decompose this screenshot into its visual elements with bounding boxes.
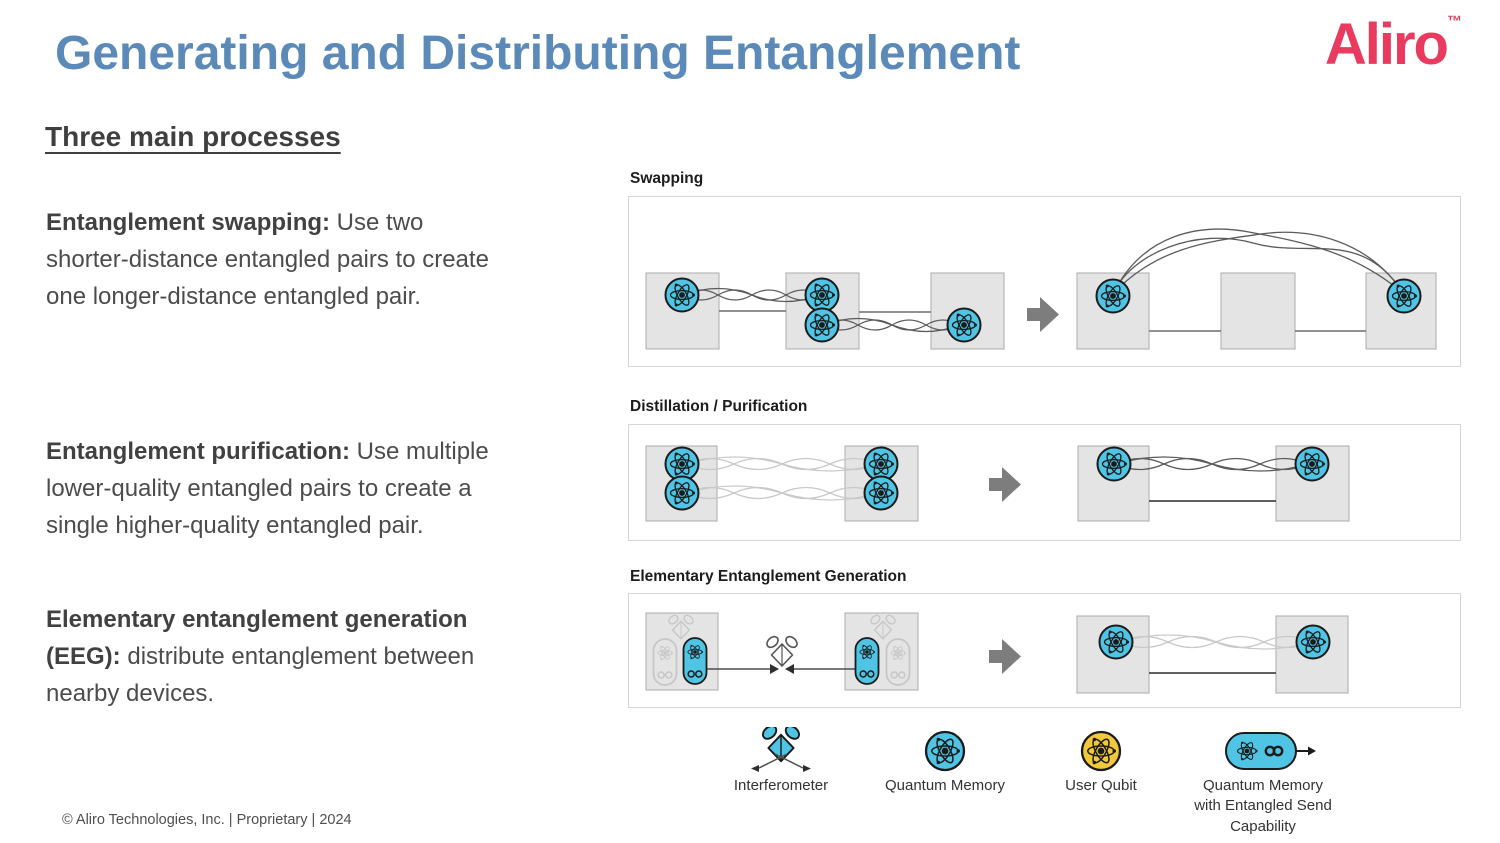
legend-label-quantum-memory: Quantum Memory [884, 777, 1006, 794]
quantum-memory-icon [666, 279, 699, 312]
eeg-panel [628, 593, 1461, 708]
process-purification-text: Entanglement purification: Use multiple … [46, 433, 586, 544]
quantum-memory-icon [1097, 280, 1130, 313]
section-heading: Three main processes [45, 121, 341, 152]
legend-label-qm-entangled-send: Quantum Memory with Entangled Send Capab… [1194, 777, 1332, 835]
process-swapping-body: Use two shorter-distance entangled pairs… [46, 209, 489, 310]
quantum-memory-icon [666, 477, 699, 510]
swapping-panel [628, 196, 1461, 367]
quantum-memory-icon [920, 726, 970, 776]
strong-entanglement-braid [1115, 456, 1309, 472]
quantum-memory-icon [806, 309, 839, 342]
quantum-memory-icon [948, 309, 981, 342]
quantum-memory-icon [1297, 626, 1330, 659]
entanglement-arc [1112, 228, 1405, 295]
legend-label-interferometer: Interferometer [733, 777, 829, 794]
entanglement-braid [683, 287, 821, 303]
process-eeg-lead: Elementary entanglement generation (EEG)… [46, 606, 468, 670]
quantum-memory-icon [1388, 280, 1421, 313]
process-eeg-body: distribute entanglement between nearby d… [46, 643, 475, 707]
page-title: Generating and Distributing Entanglement [55, 27, 1021, 80]
weak-entanglement-braid [685, 456, 879, 501]
process-purification-body: Use multiple lower-quality entangled pai… [46, 438, 489, 539]
quantum-memory-entangled-send-icon [684, 638, 707, 684]
quantum-memory-icon [1296, 448, 1329, 481]
swapping-label: Swapping [630, 170, 704, 187]
node-box [1220, 272, 1296, 350]
quantum-memory-entangled-send-icon [887, 639, 910, 685]
interferometer-icon [764, 633, 800, 667]
interferometer-icon [751, 727, 811, 772]
distillation-label: Distillation / Purification [630, 398, 808, 415]
beam-arrowhead-icon [785, 664, 794, 674]
aliro-logo: Aliro™ [1325, 13, 1462, 74]
user-qubit-icon [1076, 726, 1126, 776]
process-purification-lead: Entanglement purification: [46, 438, 351, 465]
quantum-memory-entangled-send-icon [856, 638, 879, 684]
weak-entanglement-braid [1119, 634, 1313, 650]
process-swapping-text: Entanglement swapping: Use two shorter-d… [46, 204, 586, 315]
right-arrow-icon [989, 467, 1021, 502]
quantum-memory-icon [806, 279, 839, 312]
trademark-symbol: ™ [1447, 13, 1462, 30]
right-arrow-icon [989, 639, 1021, 674]
copyright-footer: © Aliro Technologies, Inc. | Proprietary… [62, 812, 352, 828]
process-eeg-text: Elementary entanglement generation (EEG)… [46, 601, 586, 712]
quantum-memory-entangled-send-icon [1225, 732, 1316, 770]
quantum-memory-entangled-send-icon [654, 639, 677, 685]
distillation-panel [628, 424, 1461, 541]
aliro-logo-text: Aliro [1324, 12, 1449, 77]
process-swapping-lead: Entanglement swapping: [46, 209, 331, 236]
quantum-memory-icon [865, 477, 898, 510]
quantum-memory-icon [1100, 626, 1133, 659]
quantum-memory-icon [1098, 448, 1131, 481]
eeg-label: Elementary Entanglement Generation [630, 568, 907, 585]
right-arrow-icon [1027, 297, 1059, 332]
entanglement-braid [823, 317, 961, 333]
legend-label-user-qubit: User Qubit [1065, 777, 1137, 794]
beam-arrowhead-icon [770, 664, 779, 674]
